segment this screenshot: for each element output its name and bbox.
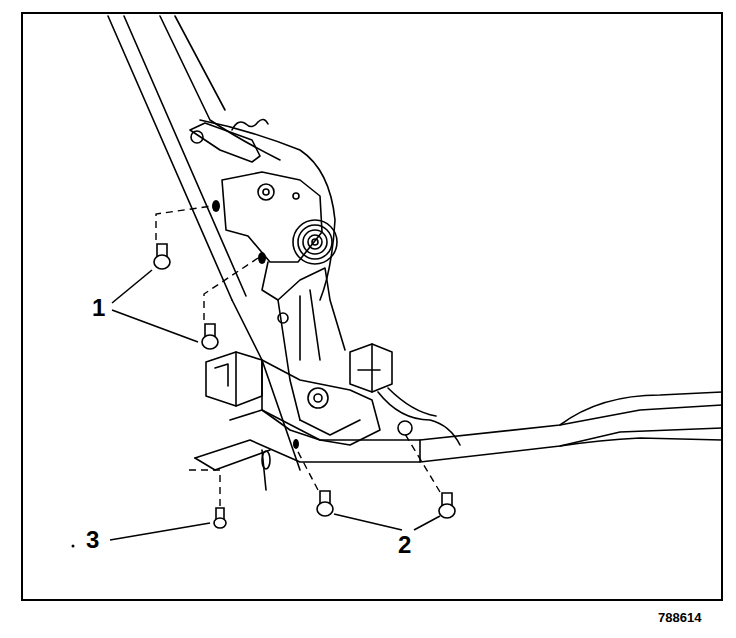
callout-number: 1 — [92, 296, 105, 320]
callout-number: 3 — [86, 528, 99, 552]
mounting-holes — [212, 200, 299, 449]
figure-number: 788614 — [658, 611, 701, 624]
leader-lines — [110, 270, 440, 540]
stray-dot — [72, 545, 75, 548]
recliner-drawing — [108, 16, 722, 490]
callout-number: 2 — [398, 533, 411, 557]
alignment-lines — [156, 206, 440, 506]
figure-frame — [22, 13, 722, 600]
bolts — [154, 244, 455, 528]
